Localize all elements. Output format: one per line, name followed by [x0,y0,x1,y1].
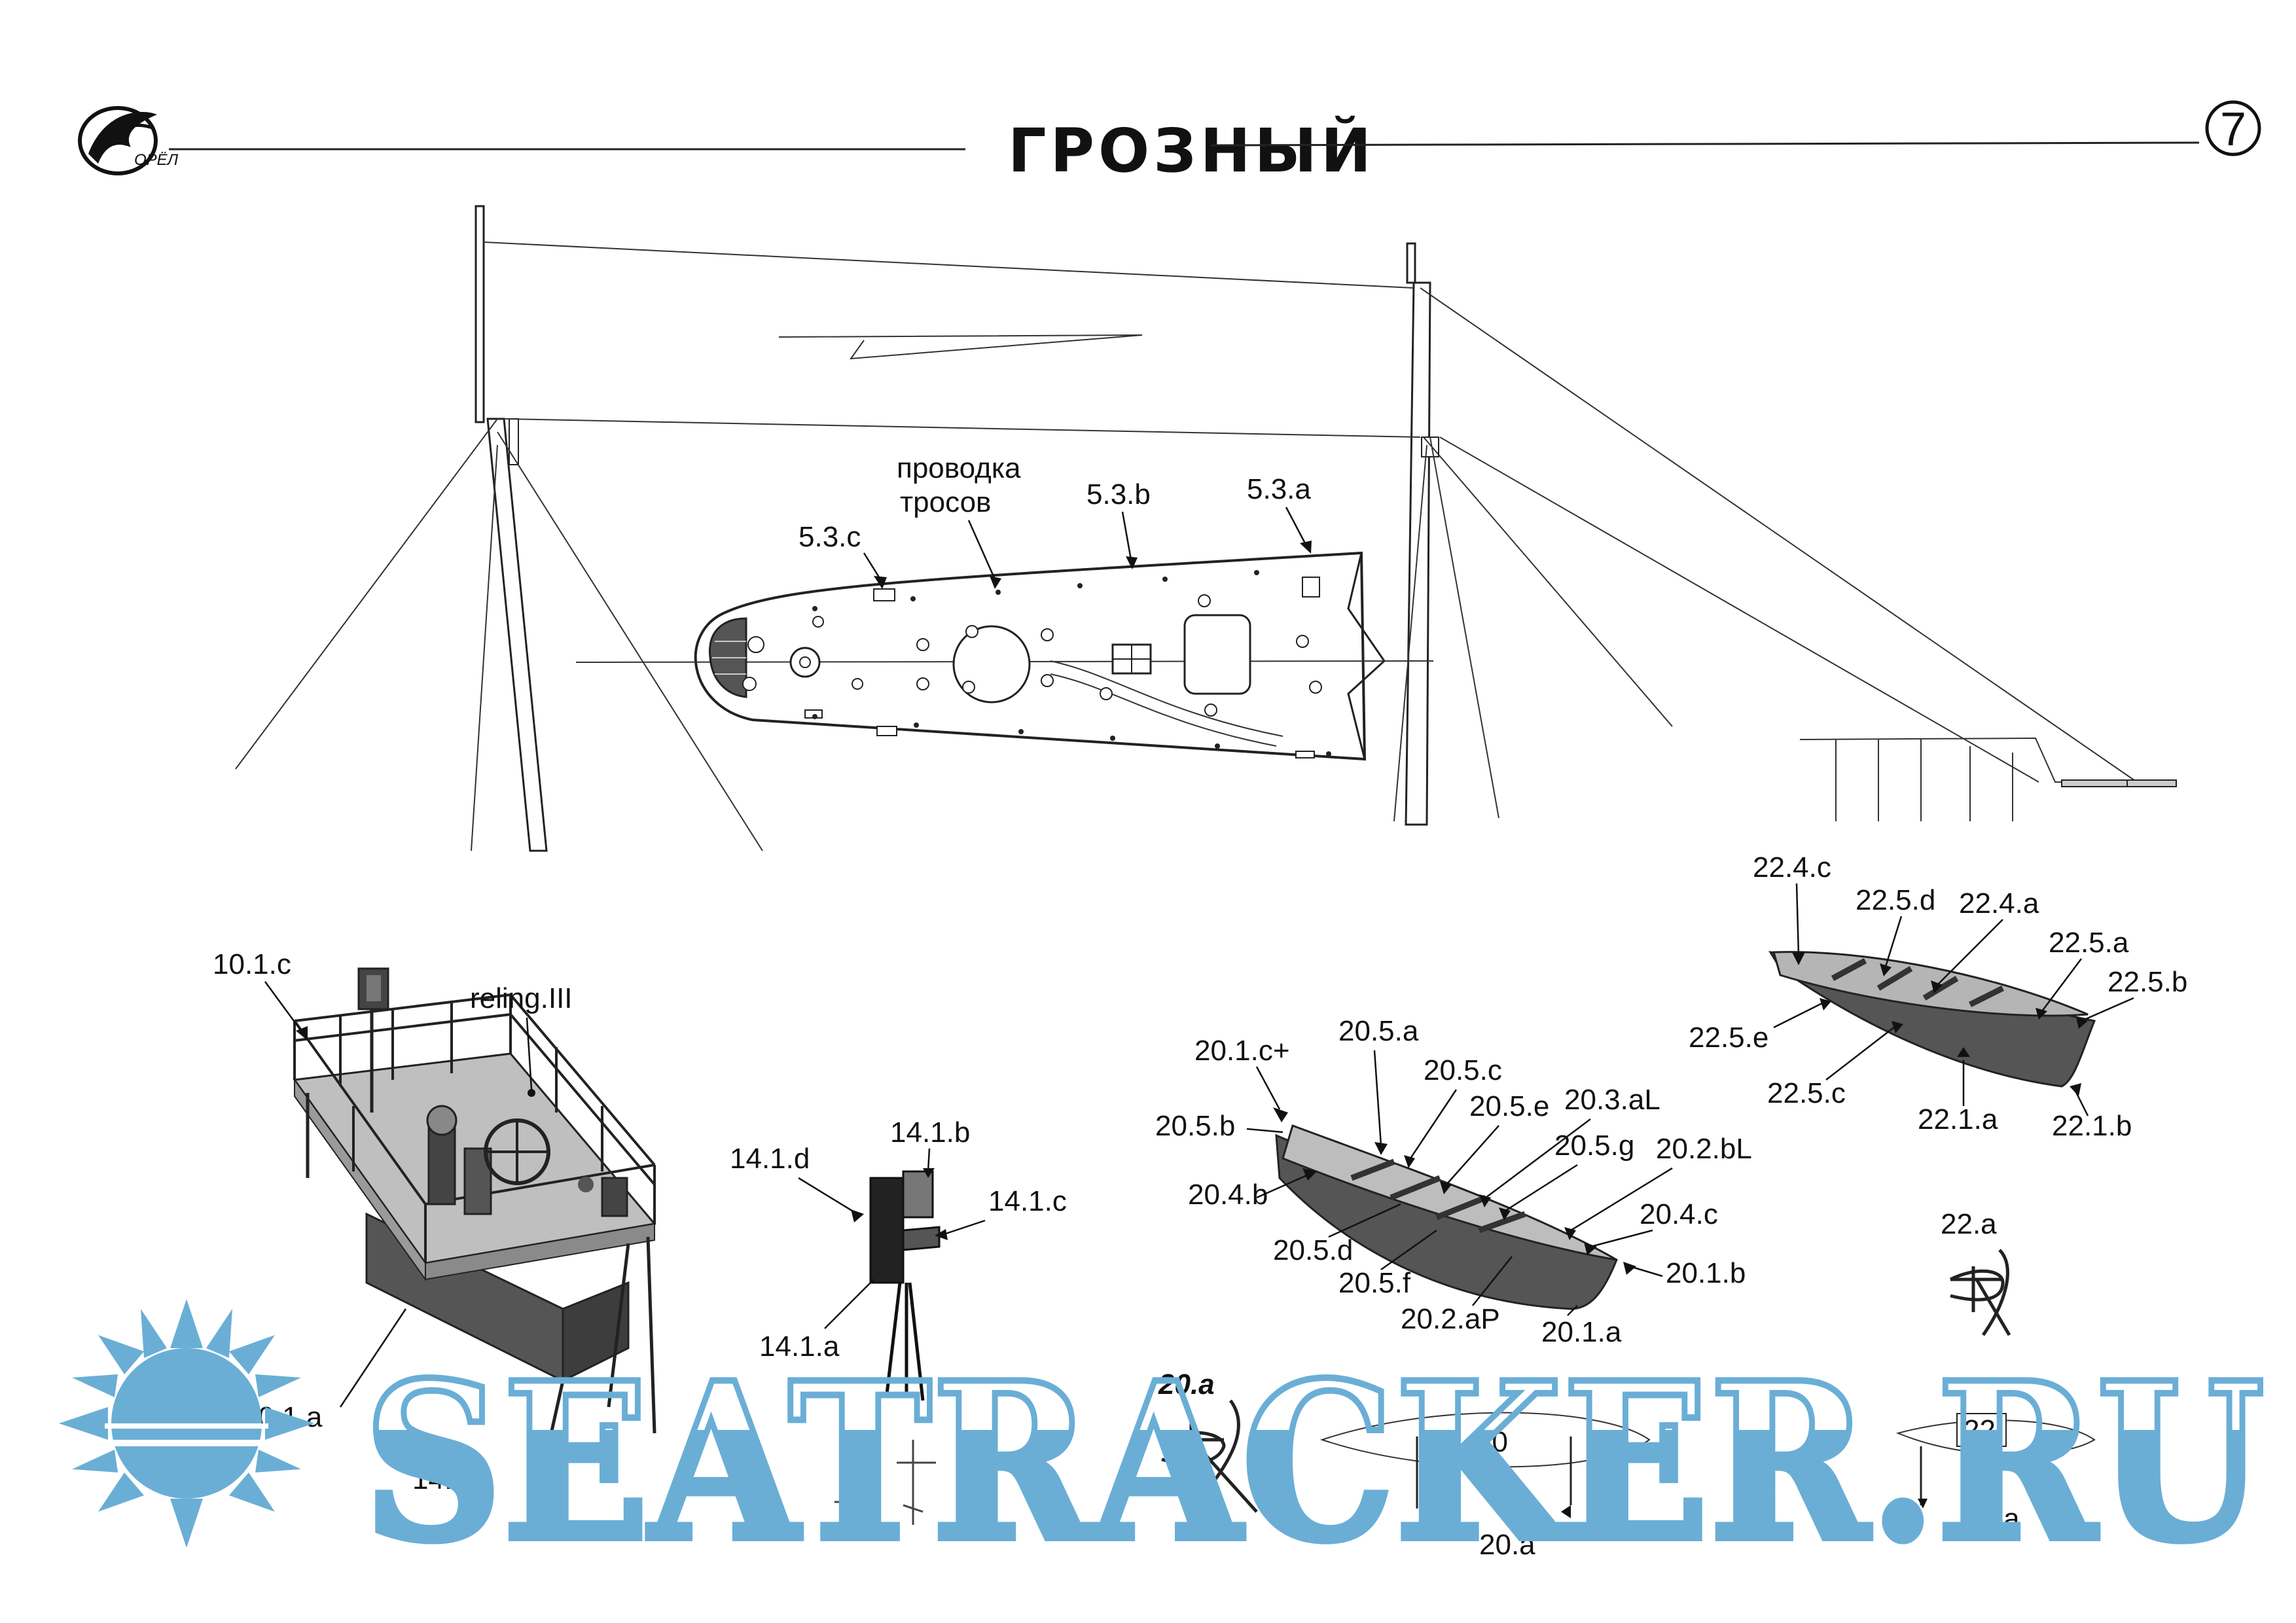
masts-and-rigging [235,205,2177,852]
deck-house [1183,614,1251,695]
header-rule-right [1210,141,2200,147]
part-label-22-5-b: 22.5.b [2108,966,2187,998]
fore-mast-top [475,205,485,423]
part-label-22-1-a: 22.1.a [1918,1103,1998,1135]
logo-text: ОРЁЛ [134,151,179,169]
part-label-20-4-c: 20.4.c [1640,1198,1718,1230]
header: ОРЁЛ ГРОЗНЫЙ 7 [78,100,2261,186]
watermark-text-outline: SEATRACKER.RU [363,1335,2265,1589]
boat-20-detail [1160,1399,1258,1513]
note-label-line1: проводка [897,452,1021,484]
part-label-22-5-e: 22.5.e [1689,1022,1768,1054]
part-label-20-5-a: 20.5.a [1338,1015,1419,1047]
part-label-20-5-d: 20.5.d [1273,1234,1353,1266]
part-label-20-4-b: 20.4.b [1188,1179,1268,1211]
sun-logo-icon [59,1299,314,1548]
watermark-text-fill: SEATRACKER.RU [363,1335,2265,1589]
page-number-circle [2205,100,2261,156]
part-label-20-1-a: 20.1.a [1541,1316,1622,1348]
detail-label-20-a: 20.a [1158,1368,1215,1400]
detail-label-22-a: 22.a [1941,1208,1997,1240]
part-label-20-5-b: 20.5.b [1155,1110,1235,1142]
part-label-22-5-d: 22.5.d [1856,884,1935,916]
boat-22: 22.4.c 22.5.d 22.4.a 22.5.a 22.5.b 22.5.… [1689,851,2187,1336]
watermark: SEATRACKER.RU SEATRACKER.RU [59,1299,2268,1592]
note-label-line2: тросов [900,486,991,518]
part-label-10-1-c: 10.1.c [213,948,291,980]
part-label-14-1-b-bottom: 14.1.b [412,1463,492,1495]
outline-part-20-a: 20.a [1479,1529,1535,1561]
part-label-22-5-a: 22.5.a [2049,927,2129,959]
part-label-14-1-c: 14.1.c [988,1185,1067,1217]
page-number: 7 [2220,103,2246,156]
bridge-assembly: 10.1.c reling.III 10.1.a [213,948,656,1440]
boat-20: 20.1.c+ 20.5.a 20.5.c 20.5.b 20.5.e 20.3… [1155,1015,1752,1348]
deck-plan [575,551,1434,761]
part-label-20-5-c: 20.5.c [1424,1054,1502,1086]
outline-label-22: 22 [1964,1414,1996,1446]
boat-20-outline [1319,1412,1651,1468]
part-label-20-1-b: 20.1.b [1666,1257,1746,1289]
part-label-20-2-bl: 20.2.bL [1656,1133,1752,1165]
outline-part-22-a: 22.a [1964,1503,2020,1535]
part-label-14-1-a: 14.1.a [759,1330,840,1363]
part-label-20-2-ap: 20.2.aP [1401,1303,1500,1335]
part-label-20-3-al: 20.3.aL [1564,1084,1660,1116]
fore-mast [486,418,548,852]
part-label-20-1-c-plus: 20.1.c+ [1194,1035,1290,1067]
part-label-5-3-b: 5.3.b [1086,478,1151,510]
boat-22-detail [1949,1249,2011,1336]
part-label-22-5-c: 22.5.c [1767,1077,1846,1109]
part-label-5-3-a: 5.3.a [1247,473,1311,505]
outline-label-20: 20 [1476,1426,1508,1458]
page-title: ГРОЗНЫЙ [1008,115,1375,186]
part-label-20-5-e: 20.5.e [1469,1090,1549,1122]
part-label-14-1-b-top: 14.1.b [890,1116,970,1149]
part-label-22-4-c: 22.4.c [1753,851,1831,883]
part-label-20-5-f: 20.5.f [1338,1267,1411,1299]
boat-outlines: 20 20.a 20.a 22 22.a [1158,1368,2096,1561]
part-label-22-1-b: 22.1.b [2052,1110,2132,1142]
part-label-5-3-c: 5.3.c [798,521,861,553]
bridge-railing [293,993,656,1263]
pennant [778,334,1143,360]
part-label-reling-iii: reling.III [470,982,573,1014]
eagle-logo-icon [78,106,158,175]
deck-plan-labels: проводка тросов 5.3.c 5.3.b 5.3.a [798,452,1312,589]
part-label-14-1-d: 14.1.d [730,1143,810,1175]
main-mast-top [1406,242,1416,284]
deck-outline [694,551,1367,761]
part-label-20-5-g: 20.5.g [1554,1130,1634,1162]
stand-assembly: 14.1.d 14.1.b 14.1.c 14.1.a 14.1.b [412,1116,1067,1525]
stand-mini-drawing [834,1440,936,1525]
part-label-22-4-a: 22.4.a [1959,887,2039,919]
